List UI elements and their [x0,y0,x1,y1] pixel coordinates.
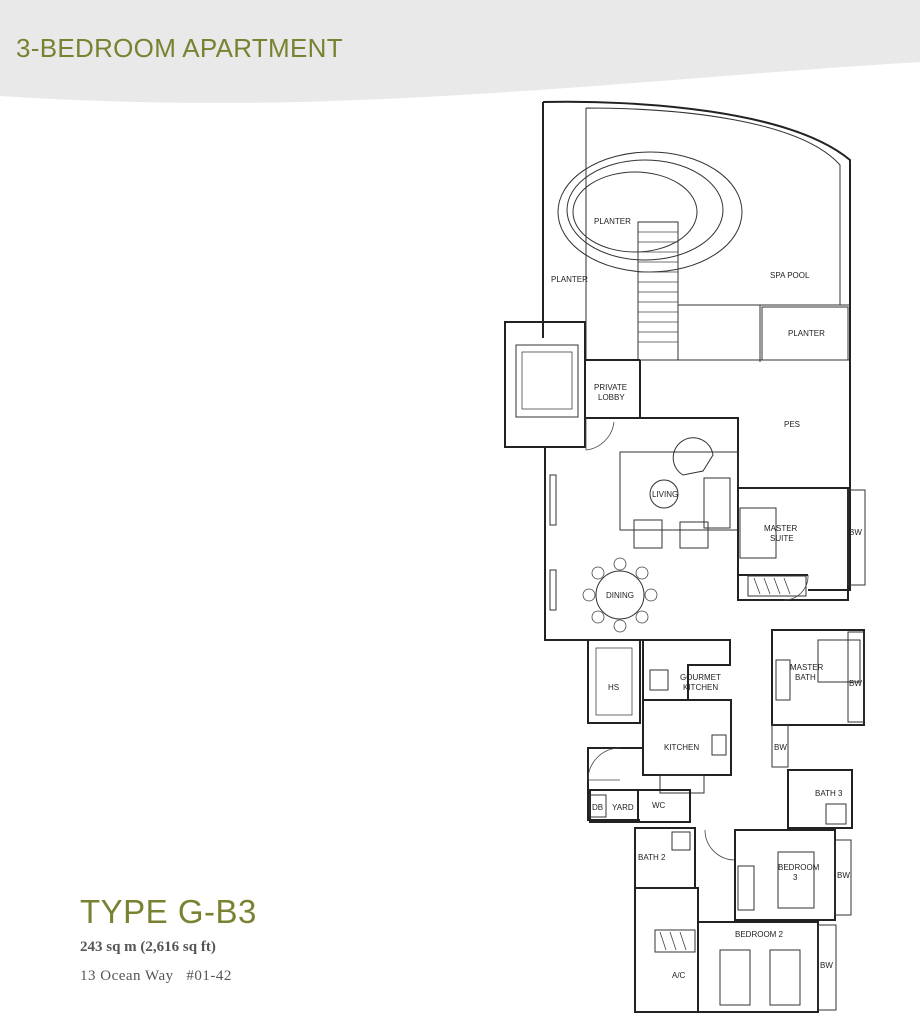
header-band-shape [0,0,920,103]
label-bath-2: BATH 2 [638,853,666,862]
master-bath-vanity [775,659,791,701]
dining-table [595,570,645,620]
label-dining: DINING [606,591,634,600]
sofa [672,437,714,476]
label-planter-right: PLANTER [788,329,825,338]
deck-inner-line [585,107,841,360]
label-living: LIVING [652,490,678,499]
db-box [589,794,607,818]
hs-inner [595,647,633,716]
label-planter-left: PLANTER [551,275,588,284]
label-kitchen: KITCHEN [664,743,699,752]
label-bw-4: BW [837,871,850,880]
label-bw-3: BW [774,743,787,752]
bw-4-box [834,839,852,916]
bedroom-3-bed [777,851,815,909]
armchair-left [633,519,663,549]
east-wall [808,488,851,591]
page-title: 3-BEDROOM APARTMENT [16,33,343,63]
stair [637,221,679,361]
label-master-bath-1: MASTER [790,663,824,672]
planter-box-right [761,306,849,361]
bw-3-box [771,724,789,768]
lobby-door-swing [585,418,615,451]
header-band [0,0,920,103]
gourmet-sink [649,669,669,691]
label-bw-1: BW [849,528,862,537]
label-spa-pool: SPA POOL [770,271,810,280]
label-master-bath-2: BATH [795,673,816,682]
sideboard [549,474,557,526]
master-bath-tub [817,639,861,683]
bedroom-2-wardrobe [654,929,696,953]
sideboard-lower [549,569,557,611]
bedroom-3-wardrobe [737,865,755,911]
master-door-swing [783,574,809,601]
living-outer-wall [544,448,644,821]
bw-1-box [847,489,866,586]
bedroom-2-bed-right [769,949,801,1006]
label-hs: HS [608,683,619,692]
living-rug [619,451,739,531]
living-table [649,479,679,509]
label-yard: YARD [612,803,634,812]
label-gourmet-kitchen-2: KITCHEN [683,683,718,692]
label-bedroom-2: BEDROOM 2 [735,930,784,939]
corridor-door [704,829,736,861]
bath-3 [787,769,853,829]
kitchen-door-swing [587,747,621,781]
unit-type-title: TYPE G-B3 [80,893,257,930]
label-bw-5: BW [820,961,833,970]
label-private-lobby-2: LOBBY [598,393,625,402]
bedroom-2-bed-left [719,949,751,1006]
master-suite [737,487,849,601]
armchair-right [679,521,709,549]
master-wardrobe-hatch [753,577,791,595]
planter-ellipse-inner [572,171,698,253]
label-ac: A/C [672,971,686,980]
planter-ellipse-mid [566,159,724,261]
lift-shaft [504,321,586,448]
ac-ledge [634,887,699,1013]
label-master-suite-2: SUITE [770,534,794,543]
wc-room [637,789,691,823]
bath-3-basin [825,803,847,825]
bath-2-basin [671,831,691,851]
bw-5-box [817,924,837,1011]
label-private-lobby-1: PRIVATE [594,383,627,392]
label-planter-top: PLANTER [594,217,631,226]
master-bed [739,507,777,559]
pool-deck-outline [542,100,851,488]
label-bath-3: BATH 3 [815,789,843,798]
label-gourmet-kitchen-1: GOURMET [680,673,721,682]
kitchen-room [642,699,732,776]
label-wc: WC [652,801,666,810]
label-bw-2: BW [849,679,862,688]
label-bedroom-3-1: BEDROOM [778,863,820,872]
lift-car-inner [521,351,573,410]
label-db: DB [592,803,603,812]
bw-2-box [847,631,865,723]
lift-car [515,344,579,418]
household-shelter [587,639,641,724]
unit-address: 13 Ocean Way #01-42 [80,968,232,984]
label-pes: PES [784,420,800,429]
kitchen-sink [711,734,727,756]
dining-chairs [582,557,658,633]
lobby-walls [585,359,641,419]
stair-treads [638,231,678,343]
label-bedroom-3-2: 3 [793,873,798,882]
sofa-right [703,477,731,529]
bedroom-2-wardrobe-hatch [659,931,687,951]
bedroom-3 [734,829,836,921]
kitchen-hob [659,774,705,794]
unit-area: 243 sq m (2,616 sq ft) [80,939,216,955]
label-master-suite-1: MASTER [764,524,798,533]
